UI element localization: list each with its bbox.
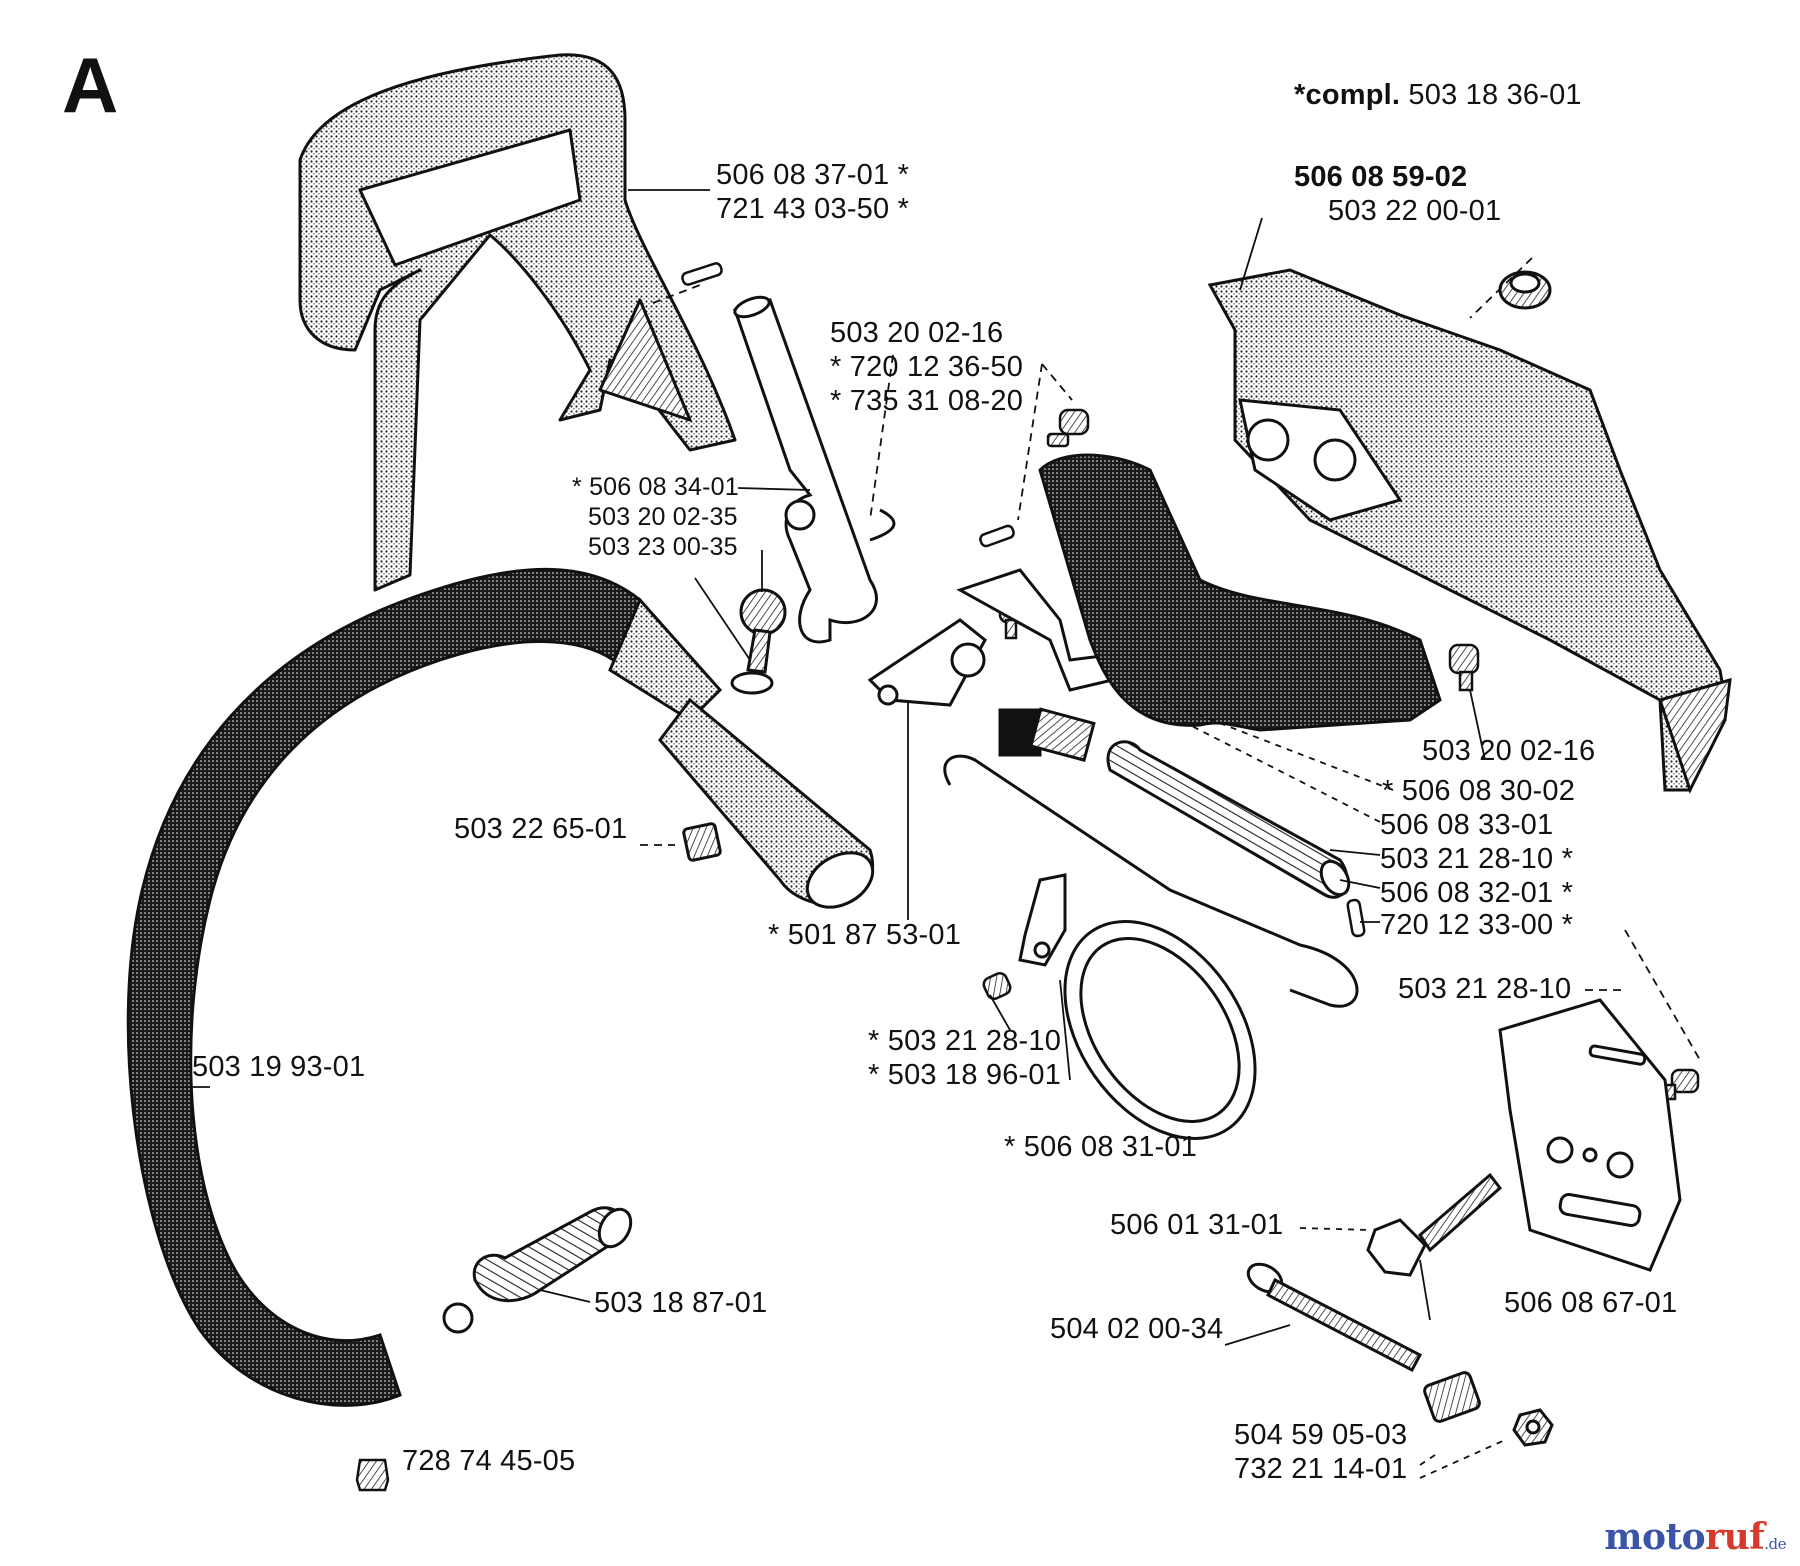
label-av-spring: 503 18 87-01 — [594, 1287, 768, 1319]
watermark-part2: ruf — [1705, 1516, 1765, 1558]
clutch-cover — [1207, 268, 1732, 794]
label-tension-nut-2: 732 21 14-01 — [1234, 1453, 1408, 1485]
label-screw-c: 503 21 28-10 — [1398, 973, 1572, 1005]
label-506083002: * 506 08 30-02 — [1382, 775, 1576, 807]
front-handle — [126, 567, 875, 1407]
screw-small-d — [982, 972, 1012, 1000]
label-handle-top-2: 721 43 03-50 * — [716, 193, 910, 225]
label-bolt-2: 503 23 00-35 — [588, 533, 738, 561]
label-cover-main: 506 08 59-02 — [1294, 161, 1468, 193]
screw-small-a — [1046, 408, 1090, 448]
band-bracket — [1018, 873, 1067, 967]
label-503212810: 503 21 28-10 * — [1380, 843, 1574, 875]
label-bracket-1: * 503 21 28-10 — [868, 1025, 1062, 1057]
bar-plate — [1498, 998, 1682, 1272]
label-506083201: 506 08 32-01 * — [1380, 877, 1574, 909]
label-bracket-2: * 503 18 96-01 — [868, 1059, 1062, 1091]
long-bolt — [1366, 1172, 1503, 1277]
label-plate: 506 08 67-01 — [1504, 1287, 1678, 1319]
label-506083301: 506 08 33-01 — [1380, 809, 1554, 841]
label-lever: * 506 08 34-01 — [572, 473, 739, 501]
label-720123300: 720 12 33-00 * — [1380, 909, 1574, 941]
label-knuckle: * 501 87 53-01 — [768, 919, 962, 951]
hex-nut — [1512, 1408, 1554, 1447]
label-handle-top-1: 506 08 37-01 * — [716, 159, 910, 191]
tension-nut — [1423, 1371, 1481, 1423]
av-spring — [442, 1206, 633, 1334]
brake-band — [943, 754, 1359, 1140]
watermark-suffix: .de — [1764, 1535, 1786, 1553]
compl-note: *compl. 503 18 36-01 — [1294, 78, 1582, 112]
watermark-logo: motoruf.de — [1604, 1516, 1786, 1558]
label-screw-a3: * 735 31 08-20 — [830, 385, 1024, 417]
label-tension-nut-1: 504 59 05-03 — [1234, 1419, 1408, 1451]
top-handle — [298, 53, 737, 592]
label-square-nut: 503 22 65-01 — [454, 813, 628, 845]
watermark-part1: moto — [1604, 1516, 1706, 1558]
square-nut — [682, 822, 722, 862]
knuckle-part — [867, 618, 1096, 762]
screw-small-b — [1448, 643, 1480, 692]
threaded-plug — [355, 1458, 390, 1492]
cover-nut — [1498, 270, 1552, 310]
compl-prefix: *compl. — [1294, 79, 1401, 111]
pin-small — [979, 524, 1015, 548]
label-band: * 506 08 31-01 — [1004, 1131, 1198, 1163]
spring-pin — [1346, 898, 1366, 938]
label-long-bolt: 506 01 31-01 — [1110, 1209, 1284, 1241]
brake-spring — [1106, 740, 1351, 899]
label-front-handle: 503 19 93-01 — [192, 1051, 366, 1083]
tension-screw — [1246, 1262, 1423, 1373]
label-tension-screw: 504 02 00-34 — [1050, 1313, 1224, 1345]
brake-lever — [733, 295, 896, 644]
compl-number: 503 18 36-01 — [1408, 79, 1582, 111]
label-screw-a2: * 720 12 36-50 — [830, 351, 1024, 383]
pin-top — [681, 262, 723, 286]
label-bolt-1: 503 20 02-35 — [588, 503, 738, 531]
chain-brake-pad — [1038, 453, 1442, 732]
bolt-and-washer — [730, 588, 787, 695]
leader-lines — [160, 189, 1701, 1479]
label-screw-b: 503 20 02-16 — [1422, 735, 1596, 767]
label-cover-sub: 503 22 00-01 — [1328, 195, 1502, 227]
label-plug: 728 74 45-05 — [402, 1445, 576, 1477]
section-letter: A — [62, 41, 119, 129]
label-screw-a1: 503 20 02-16 — [830, 317, 1004, 349]
